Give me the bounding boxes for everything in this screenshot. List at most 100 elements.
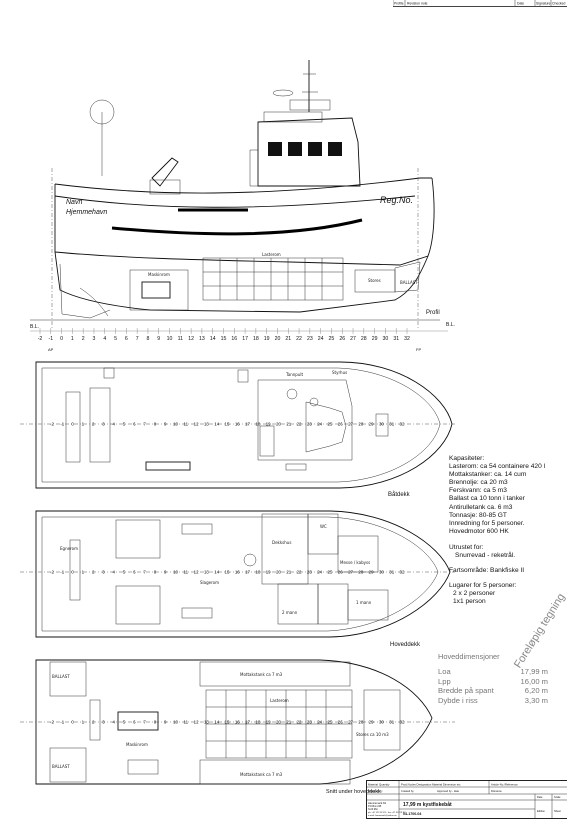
frame-number: 9	[164, 720, 167, 725]
capacity-line: Mottakstanker: ca. 14 cum	[449, 471, 527, 479]
frame-number: 4	[113, 570, 116, 575]
capacity-line: Antirulletank ca. 6 m3	[449, 503, 513, 511]
frame-number: 27	[348, 570, 353, 575]
frame-number: 1	[71, 336, 74, 342]
radar-platform	[289, 99, 331, 111]
capacity-line: Innredning for 5 personer.	[449, 519, 525, 527]
frame-number: 3	[102, 422, 105, 427]
frame-number: 29	[369, 720, 374, 725]
frame-number: 12	[194, 570, 199, 575]
frame-number: 11	[178, 336, 183, 342]
frame-number: 0	[71, 422, 74, 427]
drawing-number: 04-1700-04	[403, 812, 421, 816]
capacity-line: Lasterom: ca 54 containere 420 l	[449, 463, 546, 471]
frame-number: 7	[136, 336, 139, 342]
frame-number: 23	[307, 422, 312, 427]
frame-number: 6	[133, 422, 136, 427]
dimension-key: Bredde på spant	[438, 686, 494, 696]
crane-plan	[145, 461, 191, 471]
tb-date: Date	[537, 795, 543, 799]
label-engine-room: Maskinrom	[148, 272, 170, 277]
capacity-line: Brennolje: ca 20 m3	[449, 479, 508, 487]
frame-number: 18	[253, 336, 259, 342]
frame-number: 32	[400, 720, 405, 725]
label-2man: 2 mann	[282, 610, 298, 615]
frame-number: 19	[266, 720, 271, 725]
drawing-title: 17,99 m kystfiskebåt	[403, 801, 452, 808]
frame-number: -2	[50, 720, 54, 725]
frame-number: 8	[154, 422, 157, 427]
frame-number: 8	[146, 336, 149, 342]
dimension-value: 16,00 m	[520, 676, 548, 686]
frame-number: 0	[71, 720, 74, 725]
frame-number: 1	[82, 570, 85, 575]
frame-number: 20	[276, 422, 281, 427]
label-section-engine: Maskinrom	[126, 742, 148, 747]
equipment-line: Snurrevad - reketrål.	[455, 552, 516, 560]
tb-company-line: N-00 Øst	[368, 808, 378, 811]
frame-number: 3	[93, 336, 96, 342]
frame-number: 17	[245, 720, 250, 725]
area-line: Fartsområde: Bankfiske II	[449, 567, 525, 575]
frame-number: 28	[358, 422, 363, 427]
home-port: Hjemmehavn	[66, 209, 107, 216]
frame-number: 0	[60, 336, 63, 342]
bl-left: B.L.	[30, 324, 39, 330]
frame-number: 27	[350, 336, 356, 342]
cabins-title: Lugarer for 5 personer:	[449, 582, 517, 590]
frame-number: 24	[317, 422, 322, 427]
frame-number: 27	[348, 720, 353, 725]
label-wc: WC	[320, 524, 327, 529]
tb-company-line: ph. +47 XX XX XX - fax +47 XX XX XX	[368, 812, 406, 814]
frame-number: 11	[184, 720, 189, 725]
header-cell-profile: Profile	[394, 1, 404, 5]
frame-number: 17	[242, 336, 248, 342]
frame-number: 13	[204, 422, 209, 427]
frame-number: 24	[317, 720, 322, 725]
sheer-line	[54, 177, 432, 194]
dimension-value: 3,30 m	[524, 695, 548, 705]
frame-number: 21	[286, 720, 291, 725]
label-baiting-room: Egnerom	[60, 546, 78, 551]
frame-number: 10	[173, 570, 178, 575]
frame-number: 25	[329, 336, 335, 342]
frame-number: 2	[82, 336, 85, 342]
wheelhouse-window	[328, 142, 342, 156]
frame-number: 6	[133, 570, 136, 575]
capacity-line: Ballast ca 10 tonn i tanker	[449, 495, 525, 503]
frame-number: 20	[275, 336, 281, 342]
frame-number: 9	[164, 570, 167, 575]
header-cell-checked: Checked	[552, 1, 565, 5]
cabins-line: 2 x 2 personer	[453, 590, 496, 598]
frame-number: 25	[327, 570, 332, 575]
title-block-grid: Material Quantity Prod.Nodes Designation…	[367, 781, 567, 818]
registration-number: Reg.No.	[380, 195, 413, 205]
label-hold: Lasterom	[262, 252, 281, 257]
tb-sheet: Sheet	[554, 809, 561, 813]
frame-number: 15	[225, 422, 230, 427]
frame-number: 14	[214, 720, 219, 725]
frame-number: 16	[235, 570, 240, 575]
label-section-hold: Lasterom	[270, 698, 289, 703]
frame-number: 6	[133, 720, 136, 725]
frame-number: 5	[123, 720, 126, 725]
frame-number: 3	[102, 570, 105, 575]
frame-number: 26	[338, 720, 343, 725]
frame-number: 22	[297, 422, 302, 427]
frame-number: 19	[266, 570, 271, 575]
hold	[202, 257, 344, 301]
frame-number: 24	[318, 336, 324, 342]
tb-designation: Prod.Nodes Designation Material Dimensio…	[401, 782, 461, 786]
frame-number: 31	[389, 422, 394, 427]
frame-number: 20	[276, 720, 281, 725]
frame-number: -1	[60, 570, 64, 575]
tb-designed-by: Designed by	[368, 789, 383, 793]
frame-number: 28	[358, 720, 363, 725]
frame-number: 9	[164, 422, 167, 427]
frame-number: 25	[327, 720, 332, 725]
mess-plan	[337, 535, 379, 573]
